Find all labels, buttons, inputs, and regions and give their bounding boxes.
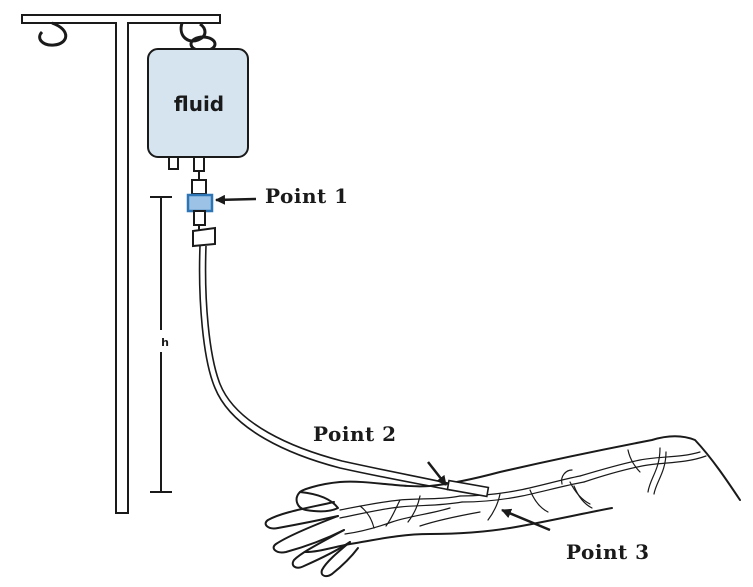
drip-chamber	[186, 193, 214, 213]
iv-bag-label: fluid	[174, 92, 224, 116]
point-3-arrow	[501, 508, 551, 532]
arrows	[215, 194, 551, 532]
drip-set	[186, 171, 216, 248]
iv-bag: fluid	[147, 48, 249, 172]
point-2-arrow	[427, 461, 447, 486]
height-dimension	[150, 196, 172, 493]
height-label: h	[161, 336, 169, 349]
point-2-label: Point 2	[313, 422, 397, 446]
iv-catheter	[446, 479, 490, 498]
point-3-label: Point 3	[566, 540, 650, 564]
iv-tubing	[198, 245, 453, 491]
drip-connector	[193, 210, 206, 226]
roller-clamp	[192, 226, 216, 248]
arm	[299, 435, 741, 553]
iv-bag-port-right	[193, 156, 205, 172]
point-1-arrow	[215, 194, 257, 205]
hand	[264, 491, 359, 578]
veins	[339, 447, 707, 535]
point-1-label: Point 1	[265, 184, 349, 208]
drip-spike	[191, 179, 207, 195]
iv-bag-port-left	[168, 156, 179, 170]
